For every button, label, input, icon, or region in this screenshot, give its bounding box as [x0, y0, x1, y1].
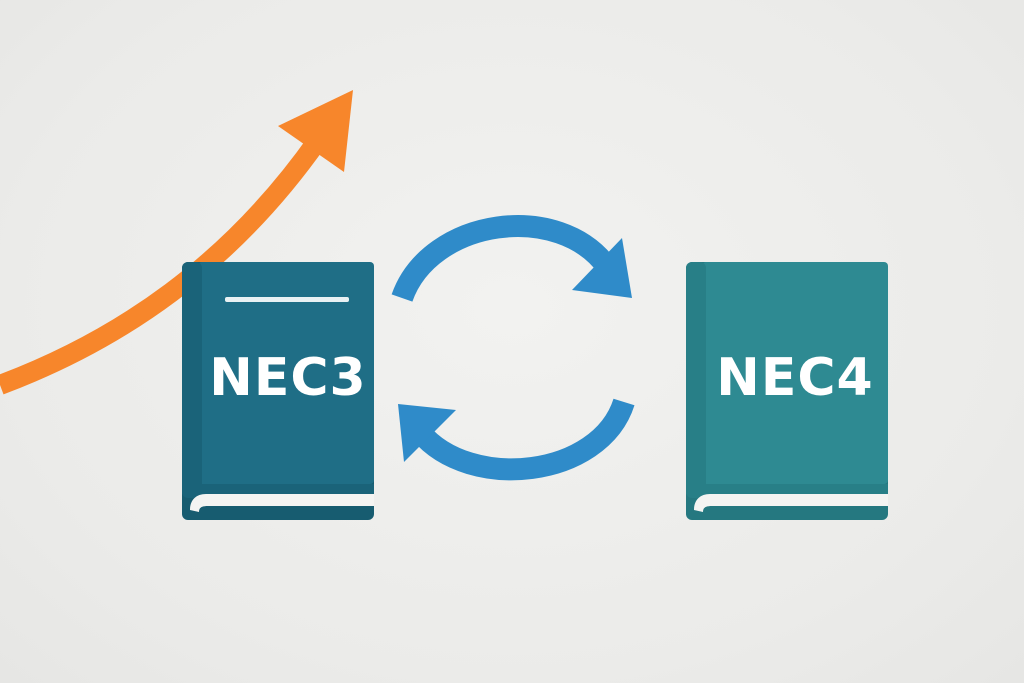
book-nec3-spine	[182, 262, 202, 498]
book-nec4-pages	[694, 494, 888, 512]
book-nec4-label: NEC4	[716, 348, 873, 408]
book-nec4-cover	[702, 262, 888, 484]
book-nec3-pages	[190, 494, 374, 512]
cycle-arrows-icon	[391, 215, 635, 481]
book-nec4: NEC4	[686, 262, 888, 520]
book-nec3-title-line	[225, 297, 349, 302]
book-nec3-bottom-band	[182, 484, 374, 494]
book-nec3: NEC3	[182, 262, 374, 520]
book-nec4-bottom-band	[686, 484, 888, 494]
growth-arrow-icon	[0, 90, 353, 395]
book-nec3-cover	[198, 262, 374, 484]
book-nec4-spine	[686, 262, 706, 498]
book-nec3-label: NEC3	[209, 348, 366, 408]
